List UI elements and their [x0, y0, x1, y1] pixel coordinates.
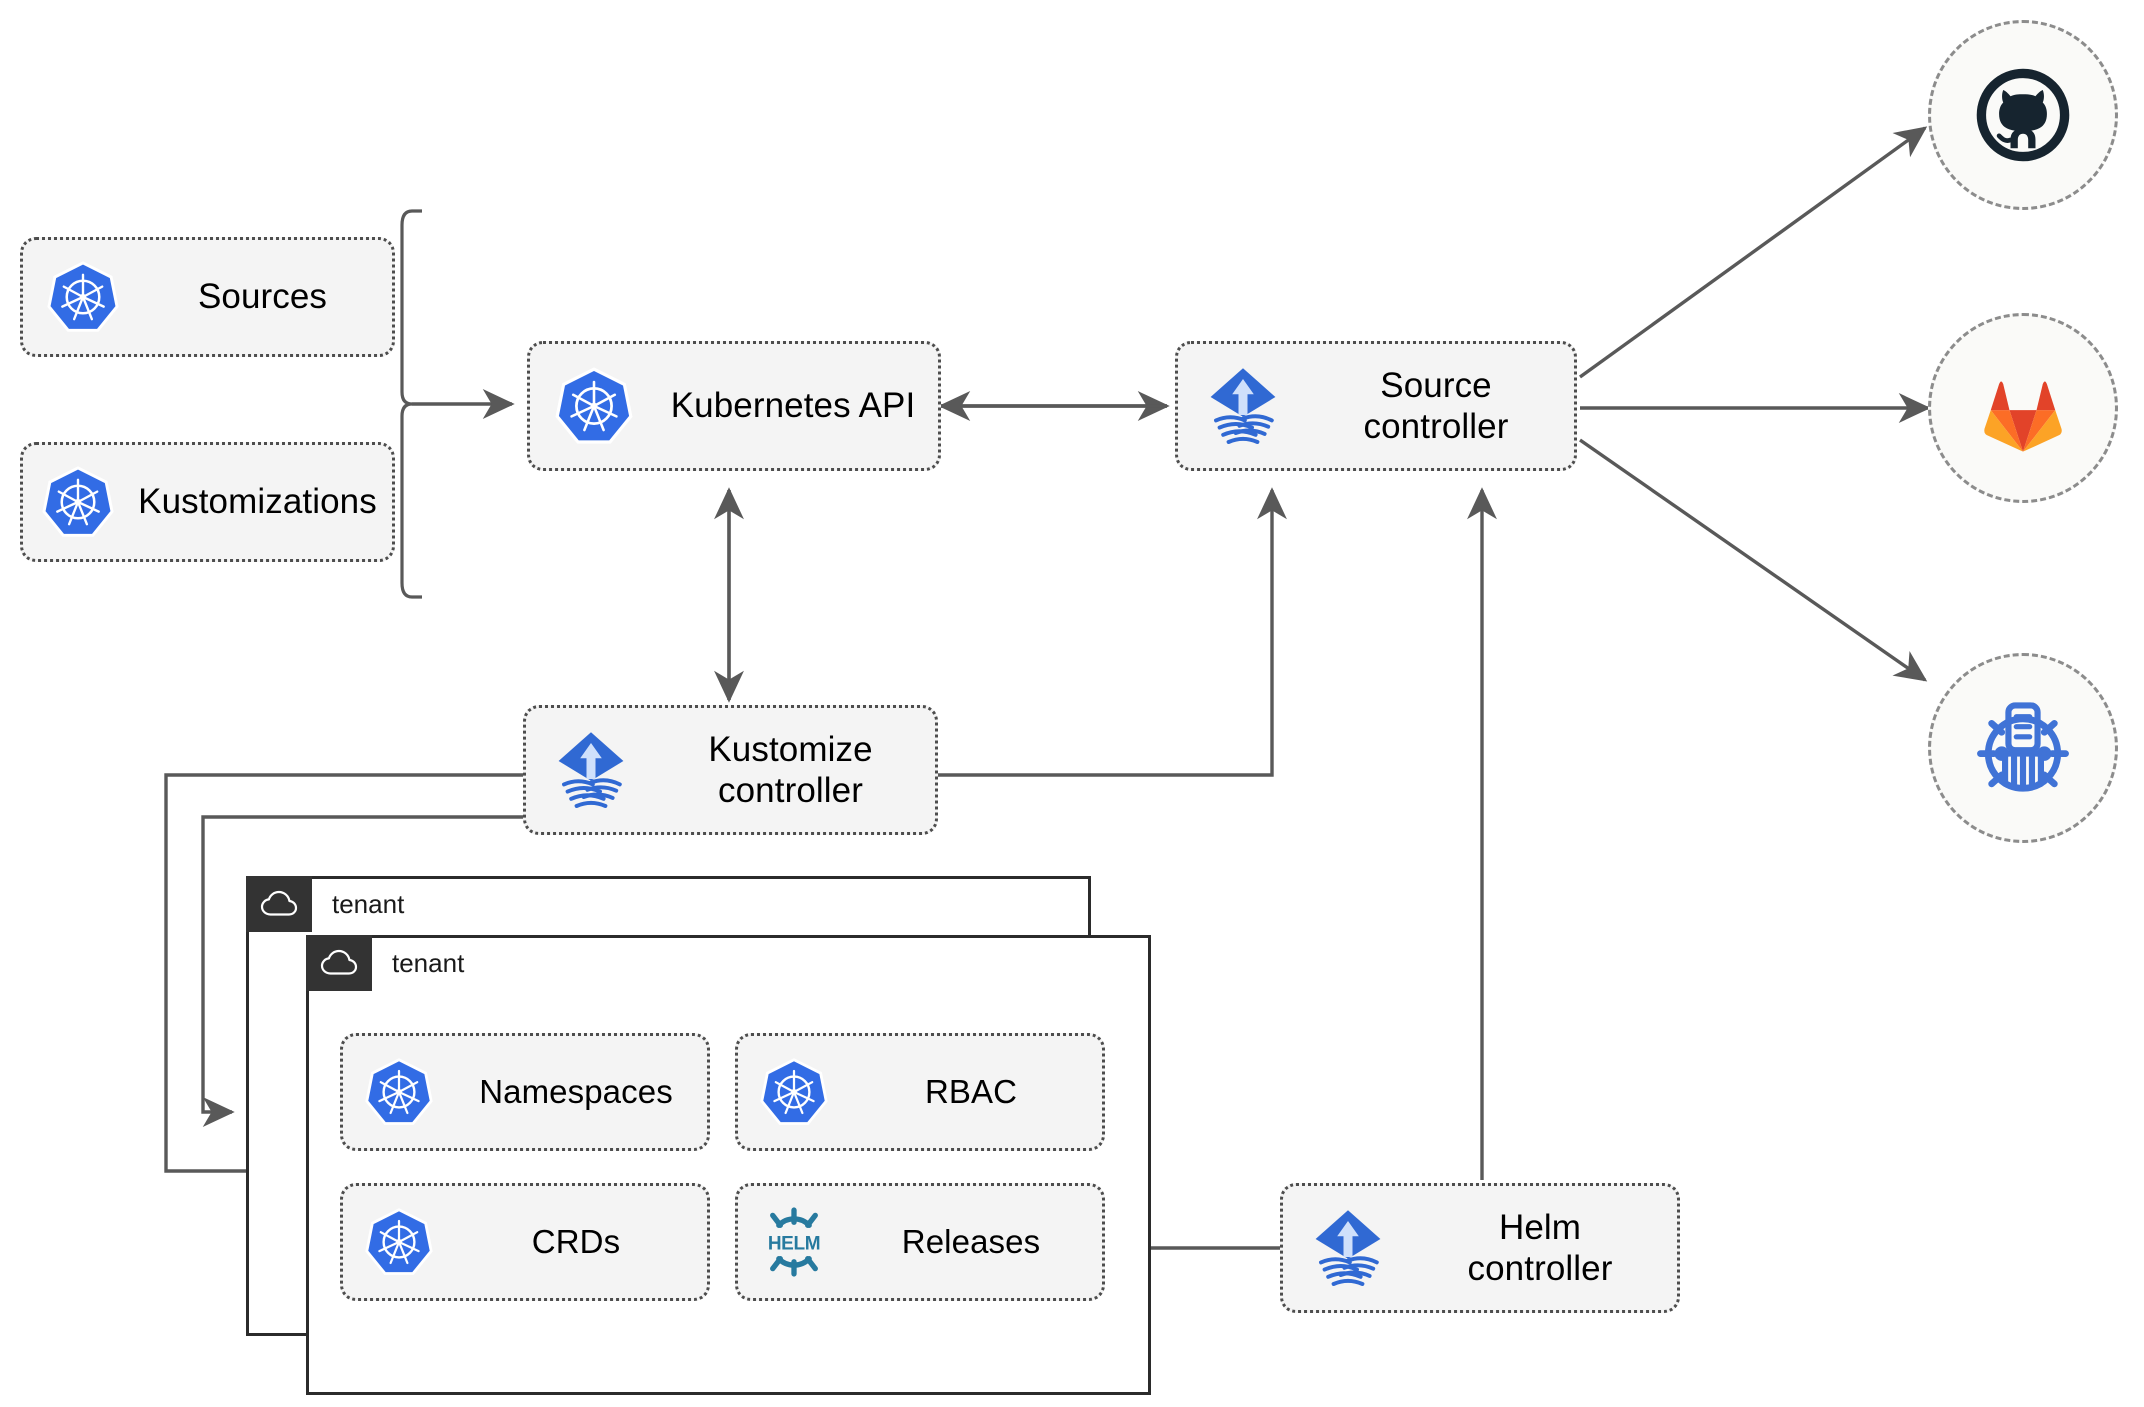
node-kustomizations-label: Kustomizations — [138, 482, 377, 522]
source-bracket — [400, 209, 422, 599]
provider-gitlab[interactable] — [1928, 313, 2118, 503]
tenant-outer-label: tenant — [332, 888, 405, 919]
tenant-window-inner[interactable]: tenant — [306, 935, 1151, 1395]
kubernetes-icon — [343, 1207, 455, 1277]
tenant-outer-header: tenant — [246, 876, 404, 932]
node-rbac-label: RBAC — [924, 1072, 1018, 1110]
kubernetes-icon — [738, 1057, 850, 1127]
node-kubernetes-api-label: Kubernetes API — [670, 386, 916, 426]
node-helm-controller[interactable]: Helm controller — [1280, 1183, 1680, 1313]
node-crds-label: CRDs — [531, 1222, 621, 1260]
node-namespaces[interactable]: Namespaces — [340, 1033, 710, 1151]
gitlab-icon — [1984, 381, 2062, 452]
node-helm-controller-label: Helm controller — [1467, 1207, 1613, 1288]
node-releases-label: Releases — [901, 1222, 1041, 1260]
node-crds[interactable]: CRDs — [340, 1183, 710, 1301]
node-namespaces-label: Namespaces — [479, 1072, 673, 1110]
node-source-controller-label: Source controller — [1363, 365, 1509, 446]
svg-text:HELM: HELM — [768, 1234, 820, 1255]
kubernetes-icon — [343, 1057, 455, 1127]
node-kustomize-controller-label: Kustomize controller — [708, 729, 873, 810]
flux-icon — [1283, 1203, 1413, 1293]
node-sources[interactable]: Sources — [20, 237, 395, 357]
arrow-kustomize-to-source — [938, 487, 1287, 777]
helm-repository-icon — [1977, 702, 2069, 792]
node-kustomize-controller[interactable]: Kustomize controller — [523, 705, 938, 835]
provider-github[interactable] — [1928, 20, 2118, 210]
cloud-icon — [306, 935, 372, 991]
node-kubernetes-api[interactable]: Kubernetes API — [527, 341, 941, 471]
kubernetes-icon — [23, 260, 143, 334]
cloud-icon — [246, 876, 312, 932]
kubernetes-icon — [530, 366, 658, 446]
node-source-controller[interactable]: Source controller — [1175, 341, 1577, 471]
arrow-source-to-helm-repository — [1579, 438, 1928, 682]
flux-icon — [1178, 361, 1308, 451]
arrow-source-to-github — [1579, 126, 1928, 379]
node-rbac[interactable]: RBAC — [735, 1033, 1105, 1151]
github-icon — [1976, 68, 2070, 162]
flux-icon — [526, 725, 656, 815]
helm-icon: HELM — [738, 1204, 850, 1280]
provider-helm-repository[interactable] — [1928, 653, 2118, 843]
tenant-inner-label: tenant — [392, 947, 465, 978]
node-releases[interactable]: HELM Releases — [735, 1183, 1105, 1301]
node-sources-label: Sources — [197, 277, 328, 317]
kubernetes-icon — [23, 465, 133, 539]
tenant-inner-header: tenant — [306, 935, 464, 991]
node-kustomizations[interactable]: Kustomizations — [20, 442, 395, 562]
